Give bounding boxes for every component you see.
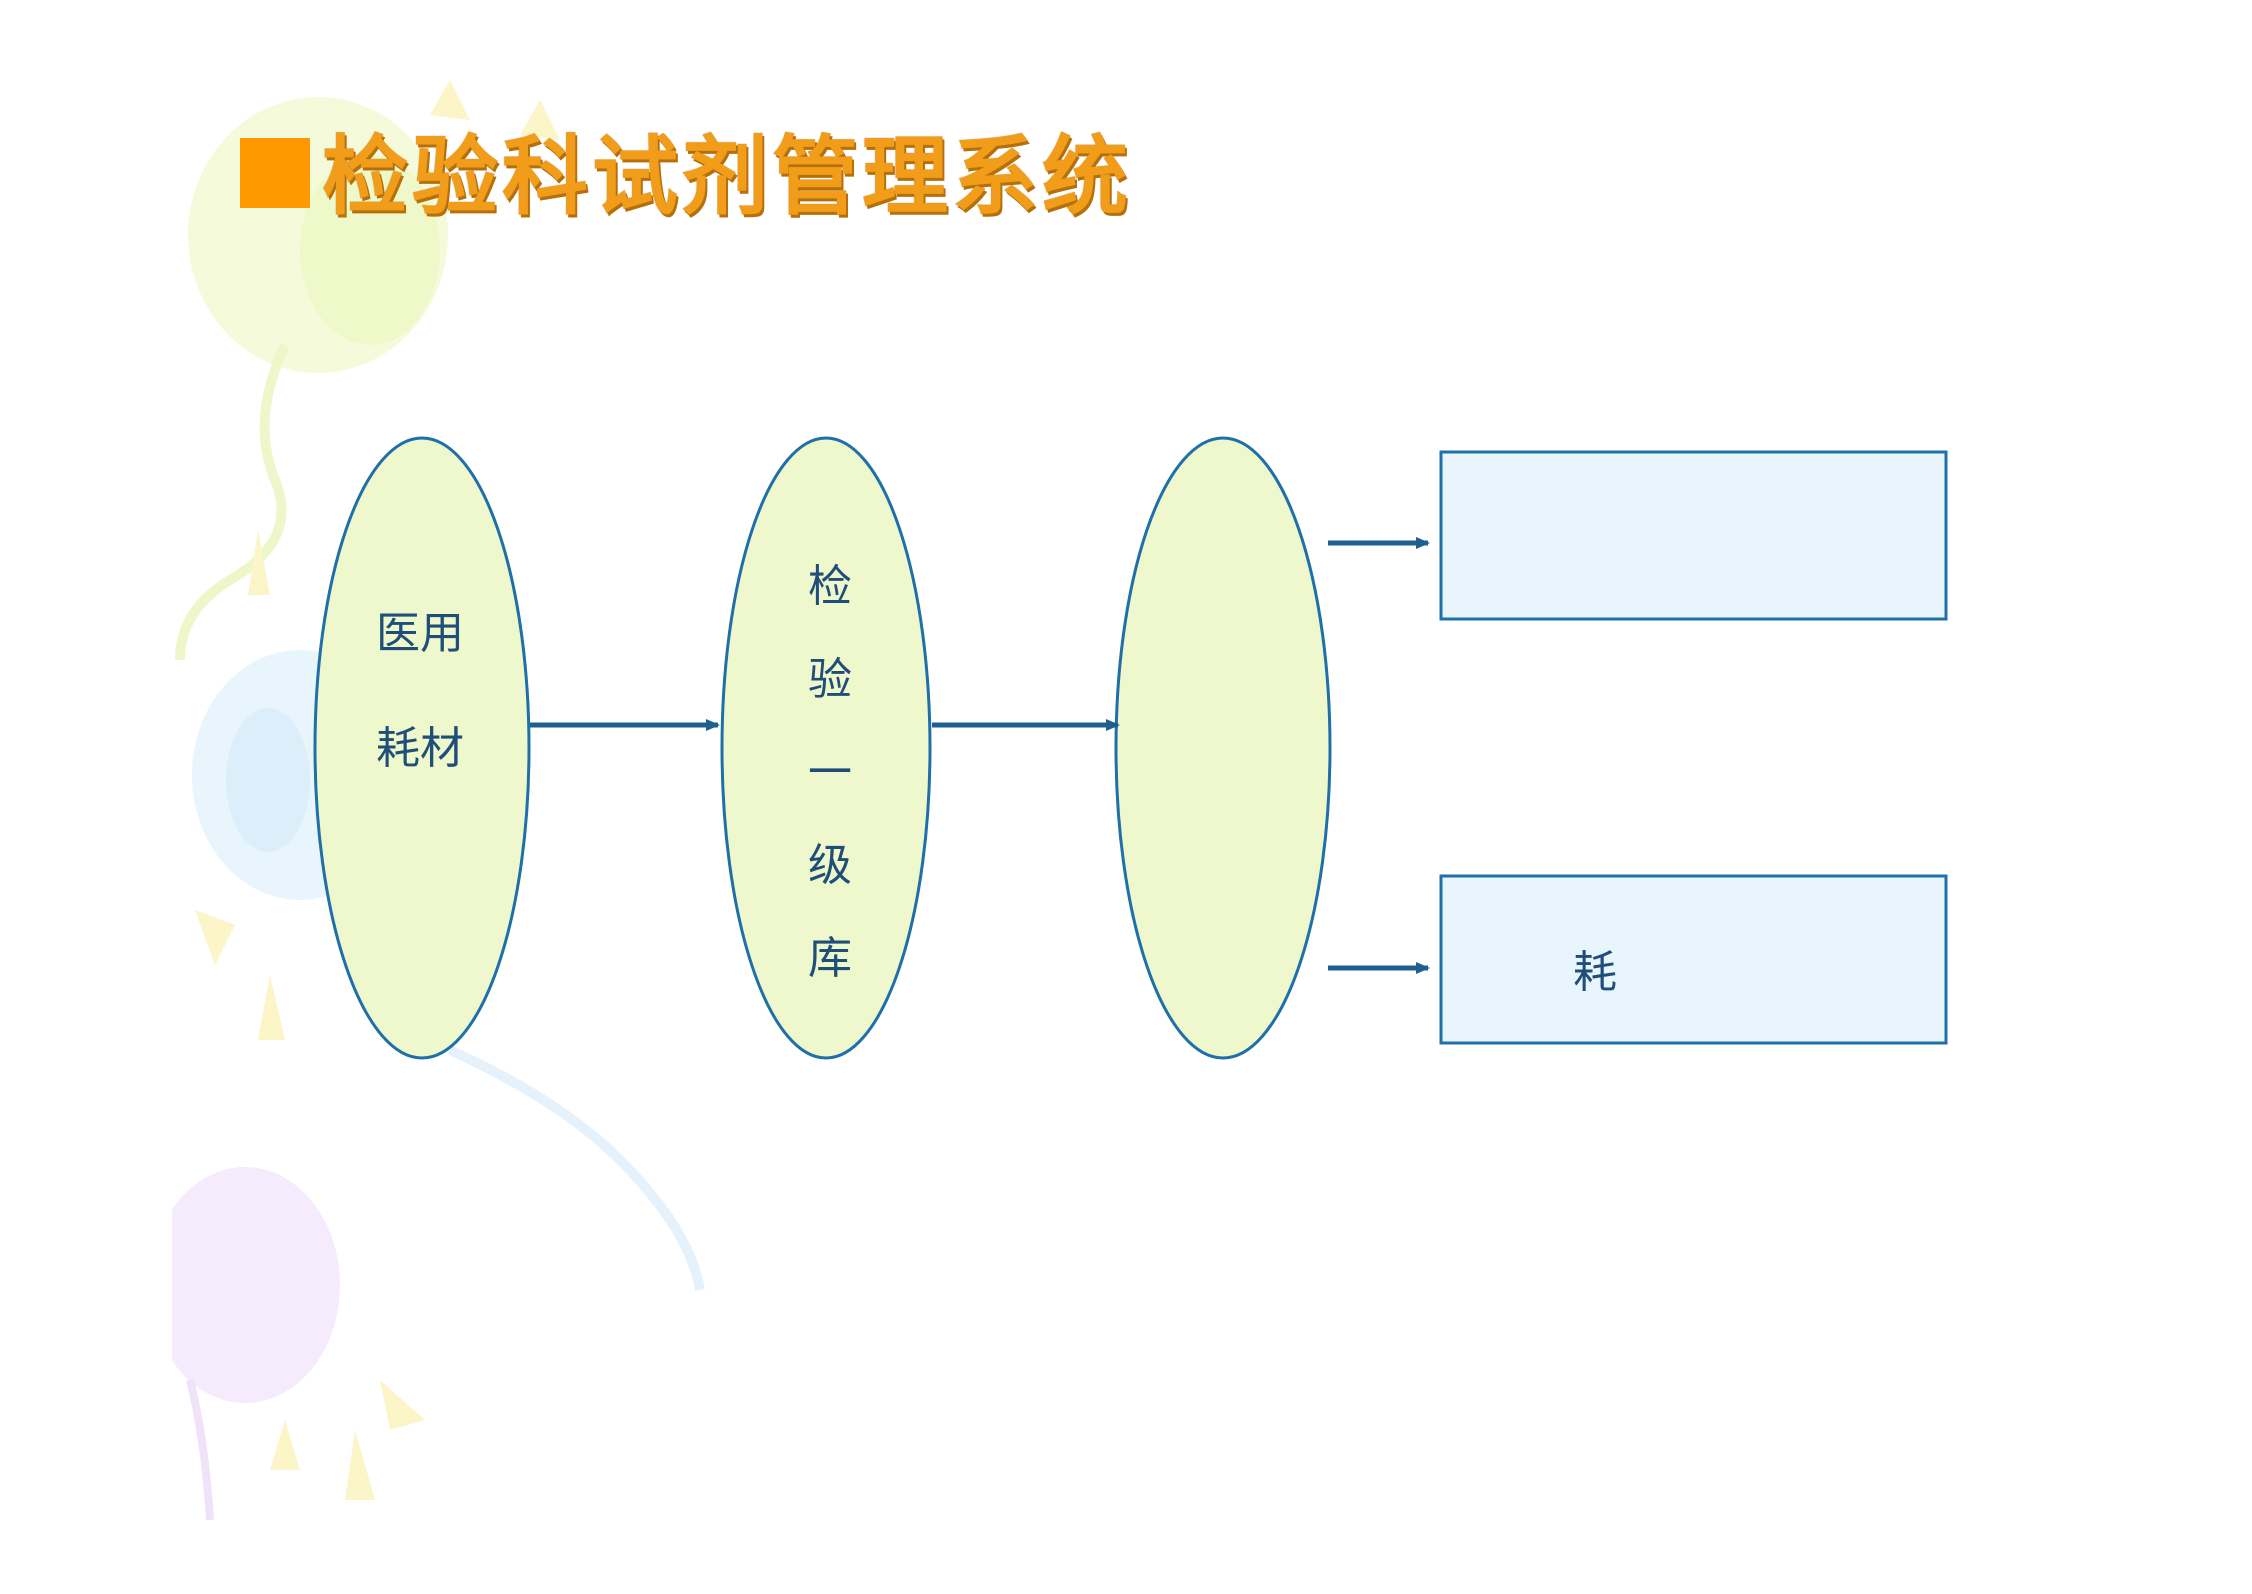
third-stage-ellipse [1114, 436, 1332, 1060]
medical-supplies-ellipse [313, 436, 531, 1060]
title-bullet-icon [240, 138, 310, 208]
lab-primary-store-char: 验 [808, 654, 852, 705]
lab-primary-store-ellipse [720, 436, 932, 1060]
output-top-box [1439, 450, 1948, 621]
purple-balloon-icon [150, 1167, 425, 1521]
lab-primary-store-char: 检 [808, 561, 852, 612]
lab-primary-store-char: 一 [808, 747, 852, 798]
output-bottom-box [1439, 874, 1948, 1045]
page-title: 检验科试剂管理系统 [322, 127, 1132, 227]
medical-supplies-label-line2: 耗材 [376, 723, 464, 774]
medical-supplies-label-line1: 医用 [376, 608, 464, 659]
lab-primary-store-label: 检 验 一 级 库 [790, 540, 870, 1005]
lab-primary-store-char: 级 [808, 840, 852, 891]
lab-primary-store-char: 库 [808, 933, 852, 984]
output-bottom-label: 耗 [1573, 947, 1617, 998]
